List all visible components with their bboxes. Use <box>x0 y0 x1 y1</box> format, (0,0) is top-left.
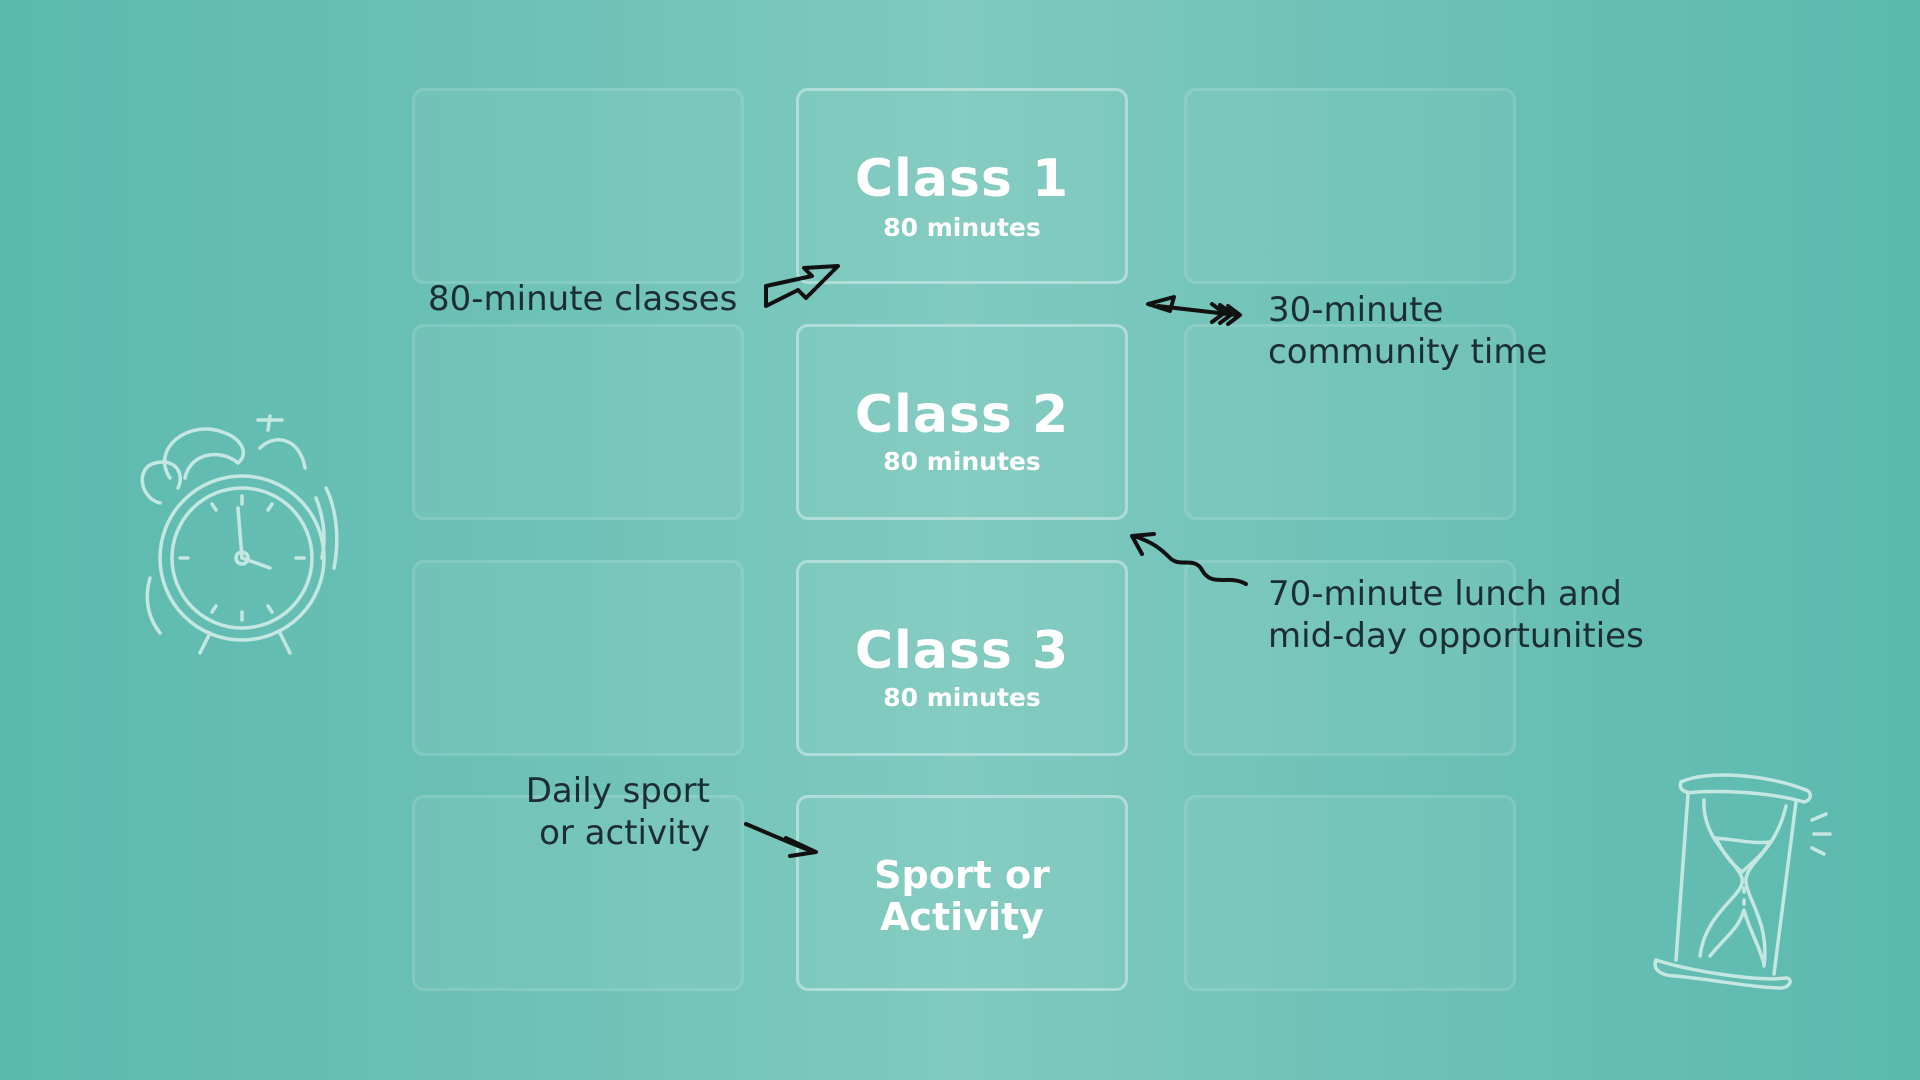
class-1-duration: 80 minutes <box>883 213 1041 242</box>
sport-title-line-1: Sport or <box>874 853 1050 897</box>
class-2-duration: 80 minutes <box>883 447 1041 476</box>
lunch-annotation-line-1: 70-minute lunch and <box>1268 574 1622 614</box>
lunch-annotation-line-2: mid-day opportunities <box>1268 616 1644 656</box>
arrow-icon <box>1130 532 1248 586</box>
class-2-title: Class 2 <box>854 385 1070 445</box>
hourglass-icon <box>1653 773 1832 990</box>
arrow-icon <box>764 264 840 308</box>
alarm-clock-icon <box>140 414 339 655</box>
ghost-box <box>1184 560 1516 756</box>
ghost-box <box>412 324 744 520</box>
community-annotation: 30-minute community time <box>1268 289 1547 373</box>
sport-annotation: Daily sport or activity <box>500 770 710 854</box>
class-1-box: Class 1 80 minutes <box>796 88 1128 284</box>
class-3-duration: 80 minutes <box>883 683 1041 712</box>
sport-annotation-line-2: or activity <box>539 813 710 853</box>
classes-annotation-text: 80-minute classes <box>428 279 738 319</box>
arrow-icon <box>1146 295 1242 326</box>
class-2-box: Class 2 80 minutes <box>796 324 1128 520</box>
classes-annotation: 80-minute classes <box>428 278 737 320</box>
class-1-title: Class 1 <box>854 149 1070 209</box>
lunch-annotation: 70-minute lunch and mid-day opportunitie… <box>1268 573 1644 657</box>
sport-box: Sport or Activity <box>796 795 1128 991</box>
ghost-box <box>412 795 744 991</box>
sport-annotation-line-1: Daily sport <box>525 771 710 811</box>
class-3-box: Class 3 80 minutes <box>796 560 1128 756</box>
ghost-box <box>1184 88 1516 284</box>
community-annotation-line-1: 30-minute <box>1268 290 1444 330</box>
ghost-box <box>1184 795 1516 991</box>
sport-title-line-2: Activity <box>880 895 1044 939</box>
class-3-title: Class 3 <box>854 621 1070 681</box>
ghost-box <box>412 560 744 756</box>
ghost-box <box>412 88 744 284</box>
community-annotation-line-2: community time <box>1268 332 1548 372</box>
ghost-box <box>1184 324 1516 520</box>
arrow-icon <box>744 822 818 858</box>
